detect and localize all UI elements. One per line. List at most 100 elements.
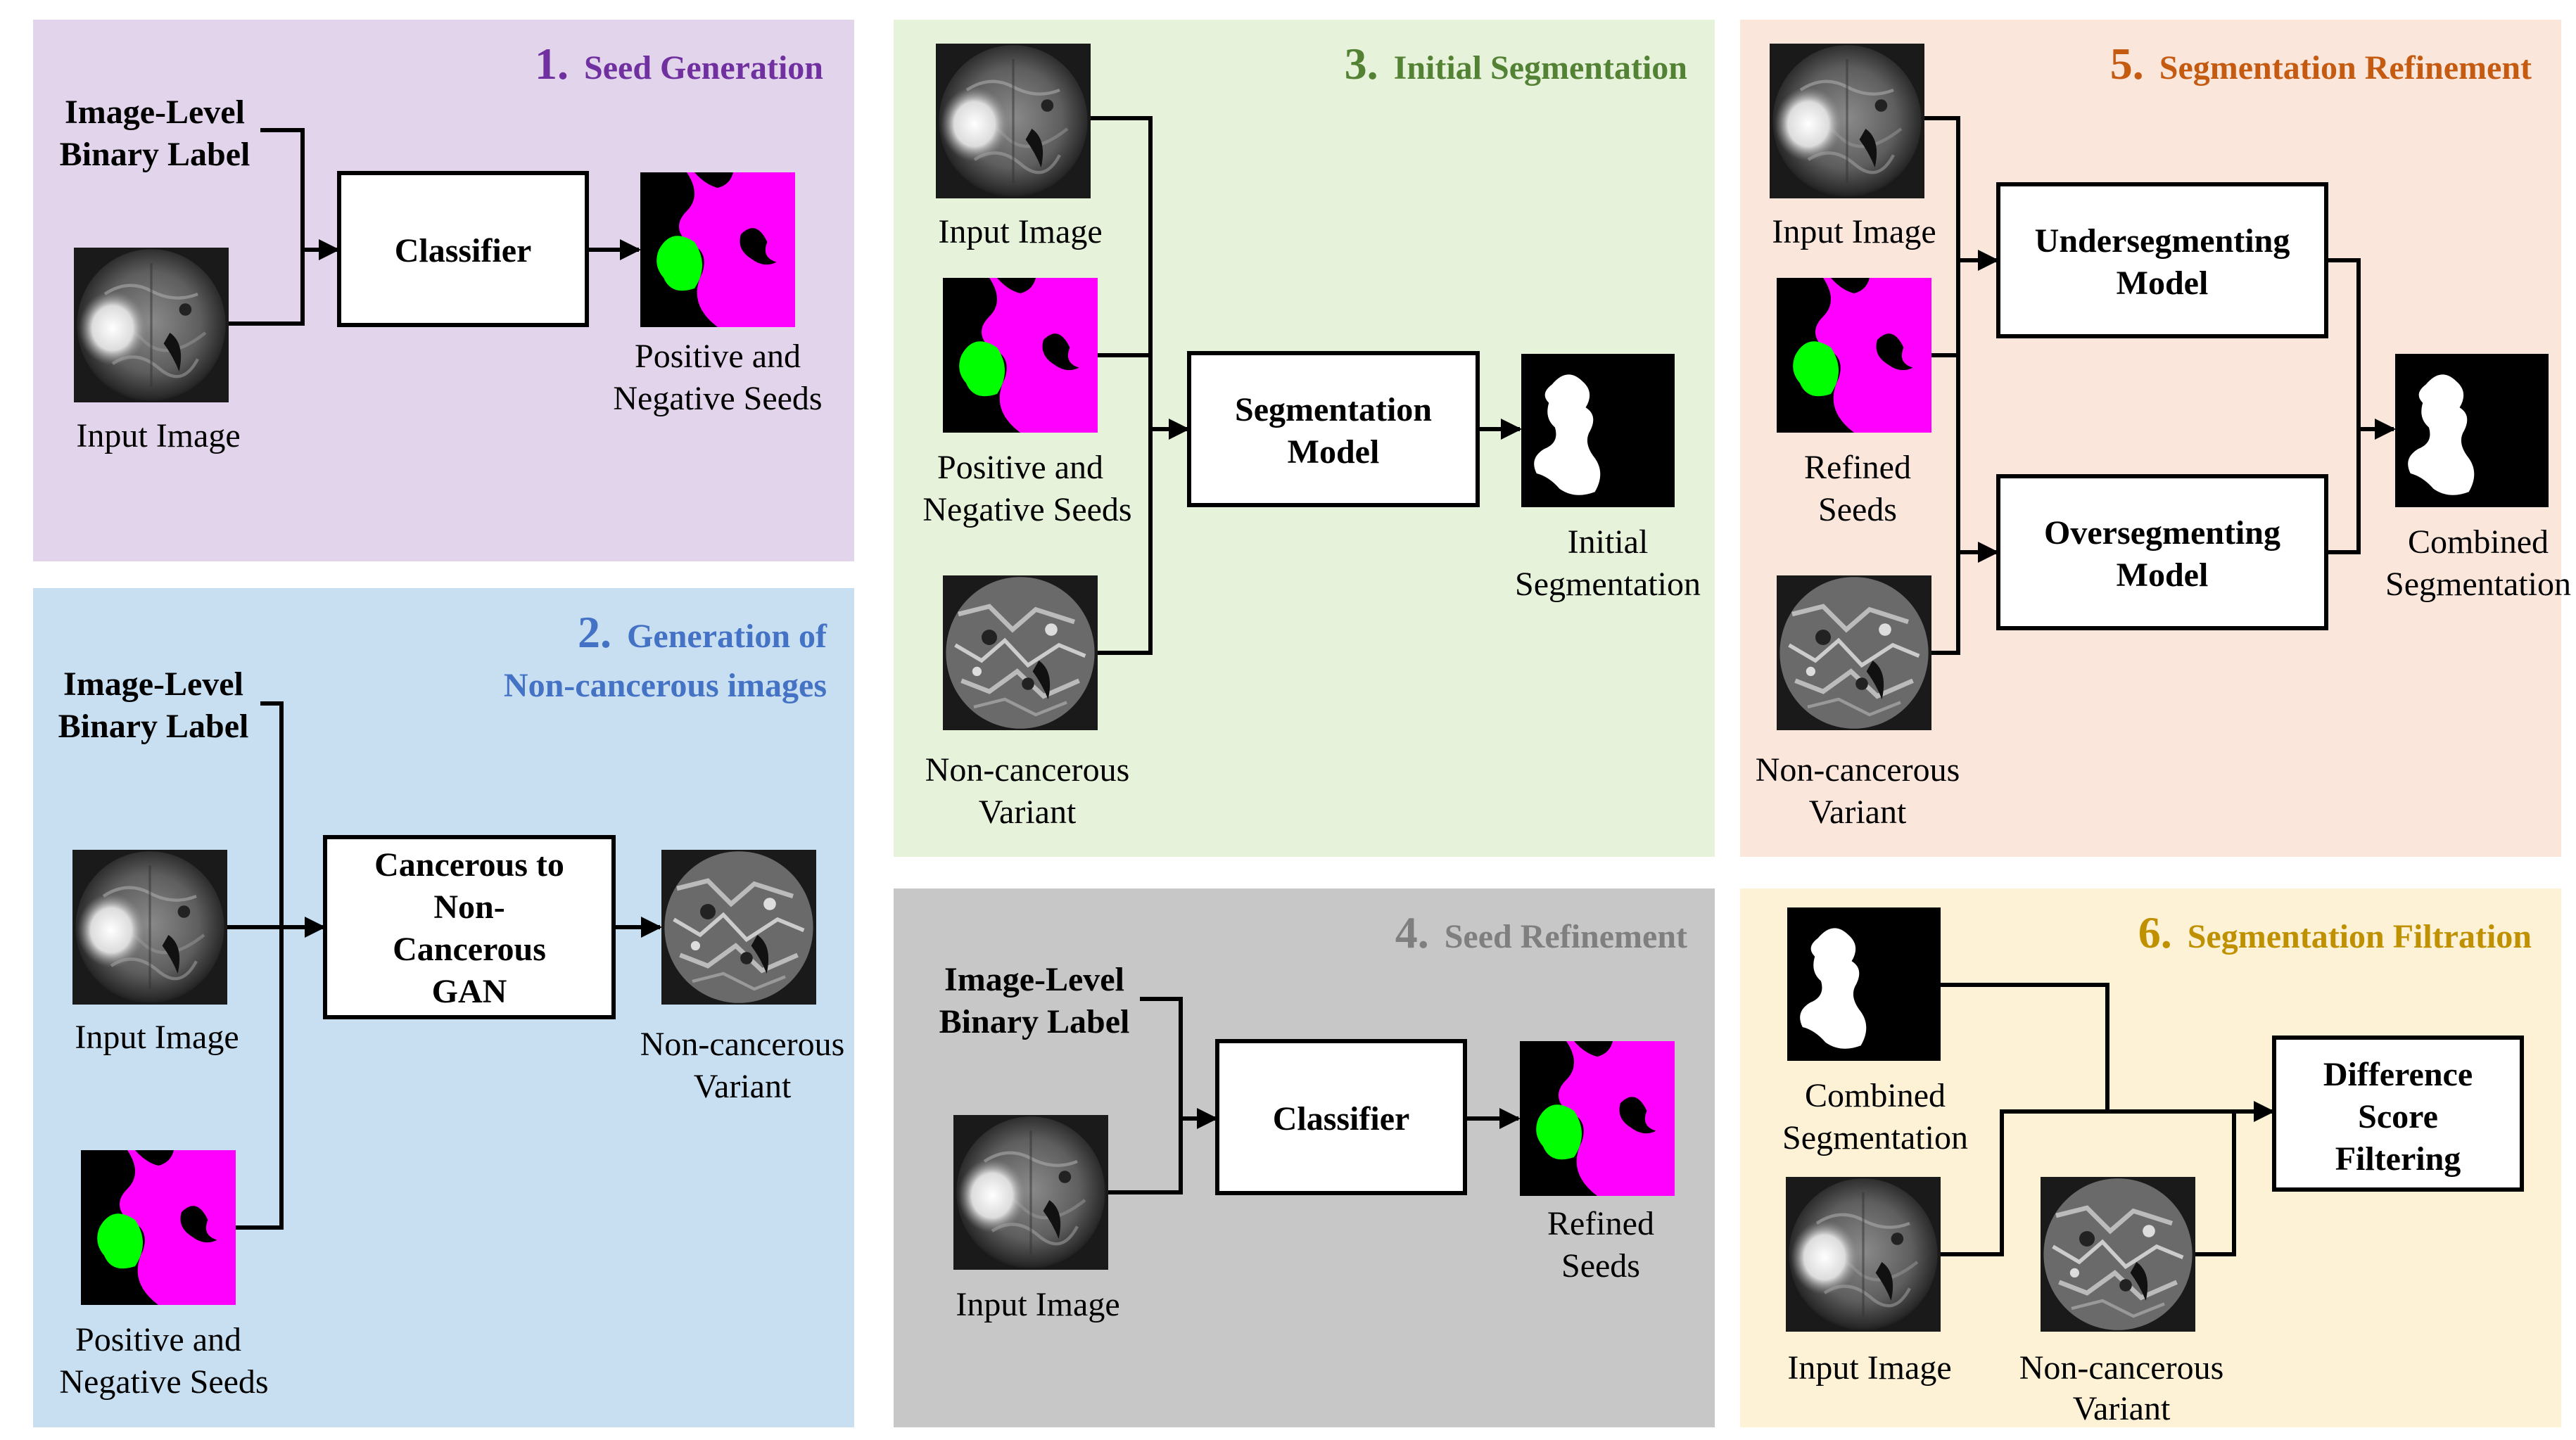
undersegmenting-label-1: Undersegmenting — [2035, 222, 2290, 260]
gan-label-line3: Cancerous — [393, 931, 546, 968]
panel-5-title: 5. Segmentation Refinement — [2110, 39, 2532, 89]
connector-5 — [1924, 116, 1960, 655]
seeds-caption-3a: Positive and — [937, 449, 1103, 486]
panel-1-title: 1. Seed Generation — [535, 39, 823, 89]
panel-2-title-line2: Non-cancerous images — [504, 667, 827, 704]
connector-4 — [1108, 997, 1183, 1194]
oversegmenting-label-1: Oversegmenting — [2044, 514, 2280, 552]
seeds-thumbnail-1 — [640, 172, 795, 327]
variant-thumbnail-2 — [661, 850, 816, 1005]
variant-caption-3b: Variant — [979, 794, 1077, 831]
refined-seeds-thumbnail-5 — [1777, 278, 1931, 433]
input-image-caption-4: Input Image — [956, 1286, 1119, 1323]
input-image-thumbnail-1 — [74, 248, 229, 402]
input-image-thumbnail-3 — [936, 44, 1091, 198]
panel-3-title-text: Initial Segmentation — [1394, 49, 1687, 87]
refined-seeds-caption-4b: Seeds — [1561, 1247, 1640, 1285]
classifier-label-1: Classifier — [395, 232, 532, 269]
gan-box — [323, 835, 616, 1019]
input-image-thumbnail-5 — [1770, 44, 1924, 198]
classifier-box-4 — [1215, 1039, 1467, 1195]
input-image-caption-1: Input Image — [76, 417, 240, 454]
difference-score-filtering-box — [2272, 1036, 2524, 1192]
classifier-box-1 — [337, 171, 589, 327]
initial-seg-caption-a: Initial — [1568, 523, 1649, 561]
seeds-caption-2a: Positive and — [75, 1321, 241, 1358]
panel-6-number: 6. — [2138, 907, 2172, 957]
classifier-label-4: Classifier — [1273, 1100, 1410, 1138]
input-image-caption-3: Input Image — [938, 213, 1102, 250]
refined-seeds-caption-5a: Refined — [1804, 449, 1911, 486]
seeds-caption-2b: Negative Seeds — [59, 1363, 268, 1401]
seeds-caption-1a: Positive and — [635, 338, 801, 375]
label-image-level-4: Image-Level — [944, 961, 1124, 998]
panel-4-number: 4. — [1395, 907, 1429, 957]
refined-seeds-caption-5b: Seeds — [1818, 491, 1897, 528]
segmentation-model-label-2: Model — [1288, 433, 1380, 471]
refined-seeds-caption-4a: Refined — [1547, 1205, 1654, 1242]
connector-6c — [2195, 1111, 2236, 1256]
label-image-level-1: Image-Level — [65, 94, 245, 131]
panel-1-number: 1. — [535, 39, 569, 89]
seeds-thumbnail-3 — [943, 278, 1098, 433]
panel-2-title-line1: 2. Generation of — [578, 607, 827, 657]
connector-6a — [1941, 983, 2109, 1111]
refined-seeds-thumbnail-4 — [1520, 1041, 1675, 1196]
segmentation-model-label-1: Segmentation — [1235, 391, 1432, 428]
connector-2a — [236, 701, 284, 1230]
filtering-label-3: Filtering — [2335, 1140, 2461, 1178]
panel-2-title-text: Generation of — [627, 618, 827, 655]
panel-initial-segmentation: 3. Initial Segmentation Input Image Posi… — [894, 20, 1715, 857]
gan-label-line1: Cancerous to — [374, 846, 564, 884]
undersegmenting-model-box — [1996, 182, 2328, 338]
panel-3-number: 3. — [1345, 39, 1378, 89]
gan-label-line2: Non- — [433, 888, 505, 926]
oversegmenting-label-2: Model — [2117, 556, 2209, 594]
variant-thumbnail-3 — [943, 575, 1098, 730]
panel-6-title: 6. Segmentation Filtration — [2138, 907, 2532, 957]
label-binary-label-1: Binary Label — [60, 136, 250, 173]
undersegmenting-label-2: Model — [2117, 265, 2209, 302]
variant-caption-3a: Non-cancerous — [925, 751, 1130, 789]
label-binary-label-4: Binary Label — [939, 1003, 1130, 1040]
variant-caption-5a: Non-cancerous — [1756, 751, 1960, 789]
variant-caption-5b: Variant — [1809, 794, 1907, 831]
input-image-caption-6: Input Image — [1787, 1349, 1951, 1387]
panel-6-title-text: Segmentation Filtration — [2188, 918, 2532, 955]
input-image-thumbnail-6 — [1786, 1177, 1941, 1332]
filtering-label-1: Difference — [2323, 1056, 2473, 1093]
variant-thumbnail-6 — [2041, 1177, 2195, 1332]
connector-5c — [2326, 258, 2361, 554]
variant-caption-6a: Non-cancerous — [2019, 1349, 2224, 1387]
combined-seg-caption-6b: Segmentation — [1782, 1119, 1968, 1157]
seeds-caption-1b: Negative Seeds — [613, 380, 822, 417]
connector-3 — [1091, 116, 1153, 655]
combined-seg-caption-6a: Combined — [1805, 1077, 1946, 1114]
panel-4-title: 4. Seed Refinement — [1395, 907, 1687, 957]
variant-caption-2b: Variant — [694, 1068, 792, 1105]
panel-generation-non-cancerous: 2. Generation of Non-cancerous images Im… — [33, 588, 854, 1427]
input-image-caption-5: Input Image — [1772, 213, 1936, 250]
input-image-thumbnail-2 — [72, 850, 227, 1005]
panel-segmentation-filtration: 6. Segmentation Filtration Combined Segm… — [1740, 888, 2561, 1427]
combined-seg-caption-5b: Segmentation — [2385, 566, 2571, 603]
panel-3-title: 3. Initial Segmentation — [1345, 39, 1687, 89]
connector-1 — [229, 128, 305, 326]
oversegmenting-model-box — [1996, 474, 2328, 630]
initial-segmentation-thumbnail — [1521, 354, 1675, 507]
initial-seg-caption-b: Segmentation — [1515, 566, 1701, 603]
connector-6b — [1941, 1109, 2234, 1256]
panel-5-title-text: Segmentation Refinement — [2159, 49, 2532, 87]
seeds-thumbnail-2 — [81, 1150, 236, 1305]
panel-5-number: 5. — [2110, 39, 2144, 89]
variant-thumbnail-5 — [1777, 575, 1931, 730]
input-image-thumbnail-4 — [953, 1115, 1108, 1270]
panel-seed-refinement: 4. Seed Refinement Image-Level Binary La… — [894, 888, 1715, 1427]
variant-caption-6b: Variant — [2073, 1390, 2171, 1427]
combined-segmentation-thumbnail-6 — [1787, 907, 1941, 1061]
panel-2-number: 2. — [578, 607, 611, 657]
panel-segmentation-refinement: 5. Segmentation Refinement Input Image R… — [1740, 20, 2571, 857]
panel-seed-generation: 1. Seed Generation Image-Level Binary La… — [33, 20, 854, 561]
label-image-level-2: Image-Level — [63, 665, 243, 703]
